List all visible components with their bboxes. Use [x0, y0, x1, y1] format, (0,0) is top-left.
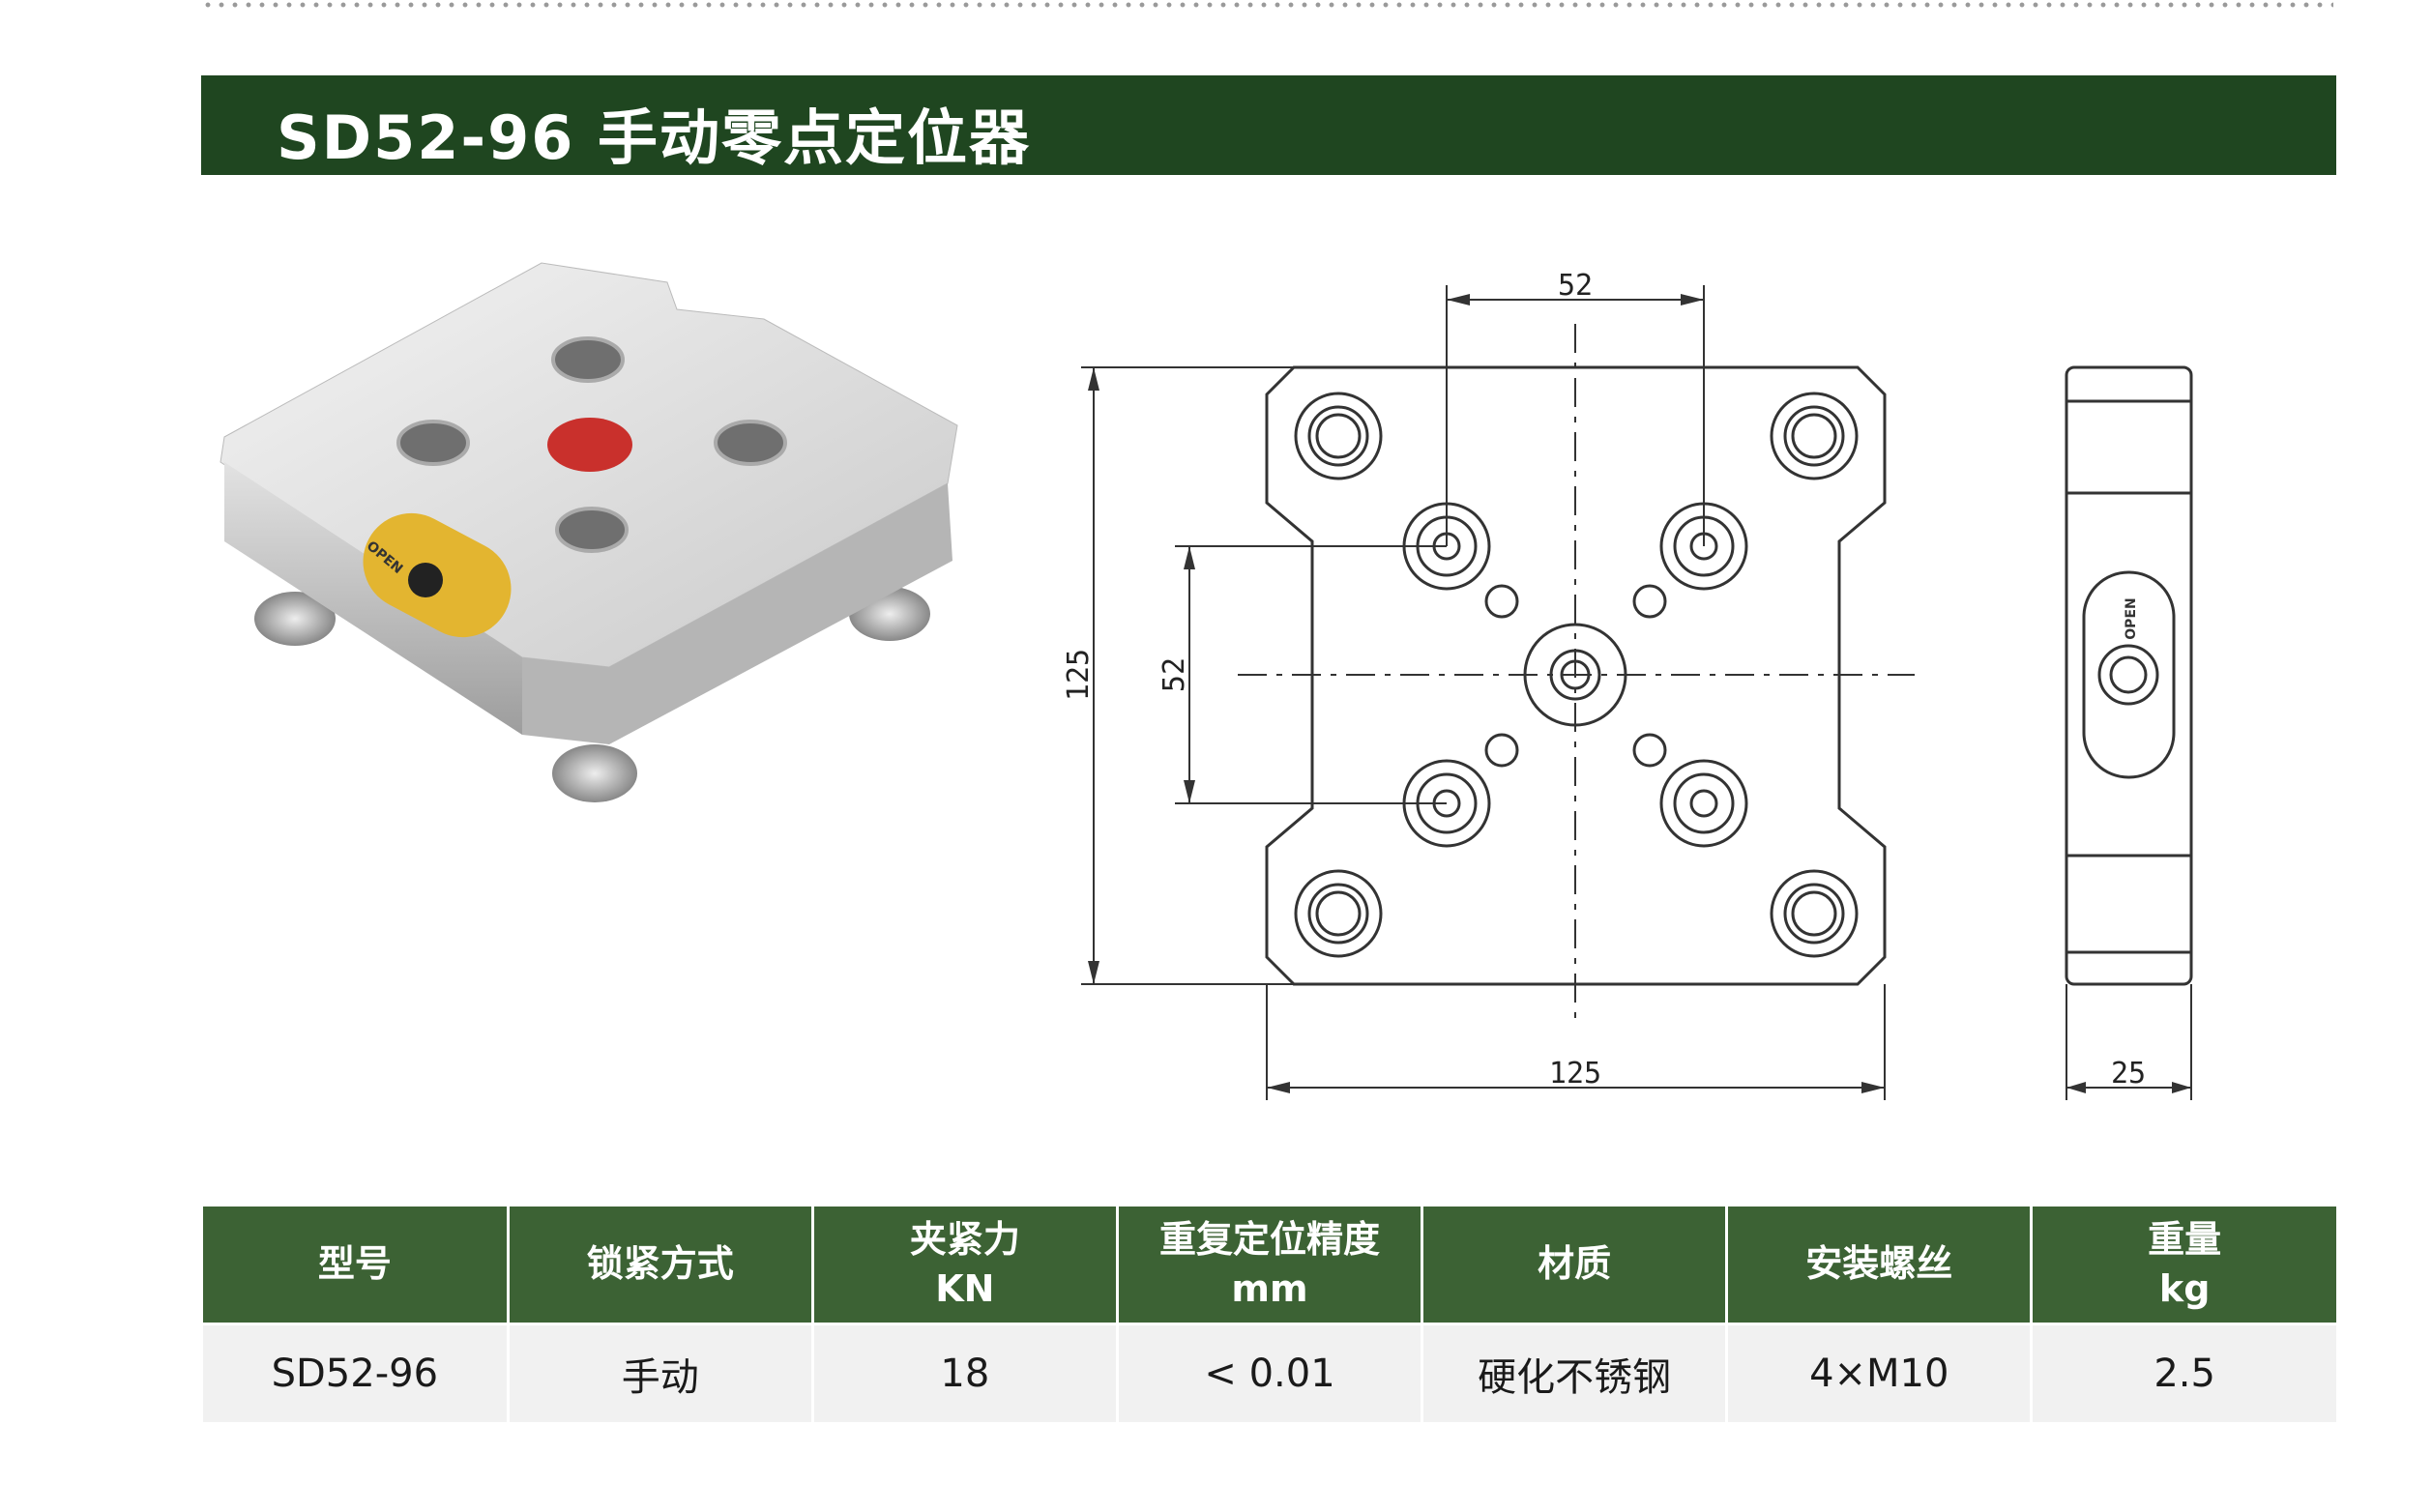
header-label: 型号 — [317, 1242, 392, 1286]
table-row: SD52-96 手动 18 < 0.01 硬化不锈钢 4×M10 2.5 — [203, 1323, 2336, 1422]
cell-repeat-accuracy: < 0.01 — [1117, 1323, 1424, 1422]
header-unit: kg — [2158, 1267, 2211, 1310]
corner-mount-holes — [1294, 392, 1859, 958]
red-center-logo — [547, 418, 632, 472]
plate-right — [522, 483, 952, 744]
header-unit: KN — [935, 1267, 995, 1310]
dim-top-52: 52 — [1558, 269, 1593, 303]
cell-weight: 2.5 — [2031, 1323, 2336, 1422]
header-lock-method: 锁紧方式 — [508, 1207, 814, 1324]
header-clamp-force: 夹紧力 KN — [812, 1207, 1119, 1324]
dim-height-125: 125 — [1062, 649, 1096, 701]
plate-front — [224, 462, 522, 735]
dimension-arrows — [1088, 294, 2191, 1093]
header-mount-screws: 安装螺丝 — [1726, 1207, 2034, 1324]
header-label: 安装螺丝 — [1805, 1242, 1953, 1286]
header-label: 锁紧方式 — [586, 1242, 734, 1286]
cell-material: 硬化不锈钢 — [1421, 1323, 1729, 1422]
side-view — [2065, 365, 2193, 986]
header-label: 重复定位精度 — [1158, 1217, 1380, 1261]
open-lock-badge: OPEN — [363, 512, 512, 638]
header-unit: mm — [1231, 1267, 1308, 1310]
dim-width-125: 125 — [1549, 1057, 1601, 1090]
cell-clamp-force: 18 — [812, 1323, 1119, 1422]
dimension-lines — [1081, 285, 2192, 1100]
header-weight: 重量 kg — [2031, 1207, 2336, 1324]
cell-model: SD52-96 — [203, 1323, 510, 1422]
cell-lock-method: 手动 — [508, 1323, 814, 1422]
cell-mount-screws: 4×M10 — [1726, 1323, 2034, 1422]
header-label: 夹紧力 — [909, 1217, 1020, 1261]
header-label: 重量 — [2148, 1217, 2222, 1261]
header-model: 型号 — [203, 1207, 510, 1324]
top-dotted-divider — [201, 2, 2333, 8]
title-bar: SD52-96 手动零点定位器 — [201, 75, 2336, 175]
spec-table: 型号 锁紧方式 夹紧力 KN 重复定位精度 mm 材质 安装螺丝 重量 kg SD52… — [203, 1207, 2336, 1422]
header-label: 材质 — [1538, 1242, 1612, 1286]
front-view-outline — [1265, 365, 1887, 986]
center-lines — [1238, 324, 1915, 1025]
header-repeat-accuracy: 重复定位精度 mm — [1117, 1207, 1424, 1324]
photo-holes — [396, 336, 787, 553]
page-title: SD52-96 手动零点定位器 — [277, 102, 1031, 173]
side-view-open-label: OPEN — [2124, 597, 2139, 639]
dim-thickness-25: 25 — [2111, 1057, 2146, 1090]
spec-table-header: 型号 锁紧方式 夹紧力 KN 重复定位精度 mm 材质 安装螺丝 重量 kg — [203, 1207, 2336, 1324]
dim-left-52: 52 — [1157, 657, 1191, 692]
header-material: 材质 — [1421, 1207, 1729, 1324]
